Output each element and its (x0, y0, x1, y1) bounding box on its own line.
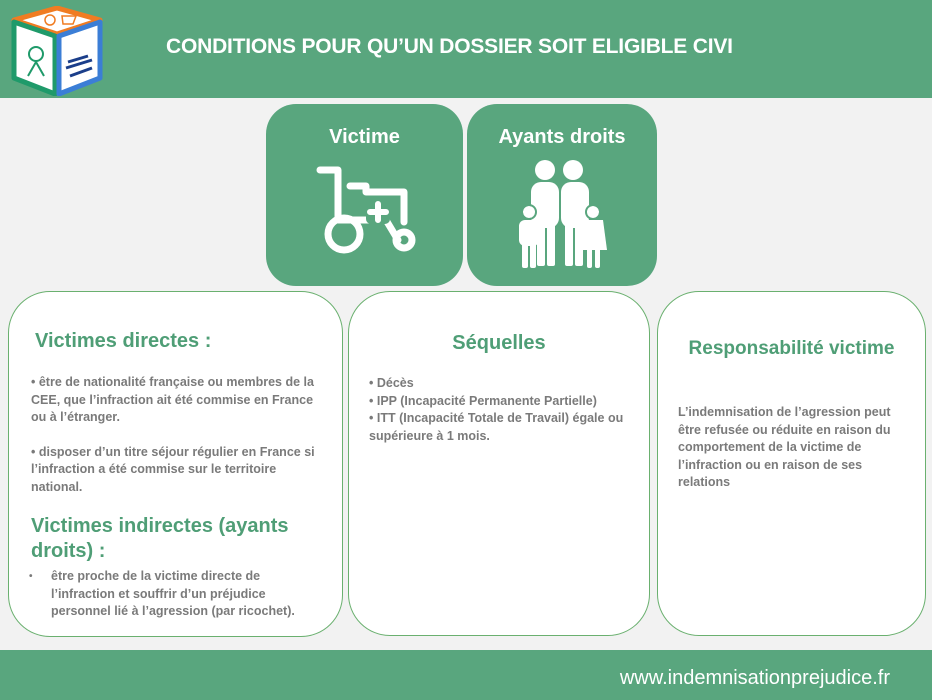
footer-bar: www.indemnisationprejudice.fr (0, 650, 932, 700)
page-title: CONDITIONS POUR QU’UN DOSSIER SOIT ELIGI… (166, 35, 733, 58)
tile-ayants-droits: Ayants droits (467, 104, 657, 286)
sequelle-item: • ITT (Incapacité Totale de Travail) éga… (369, 411, 624, 443)
website-link[interactable]: www.indemnisationprejudice.fr (619, 667, 890, 689)
family-icon (519, 160, 607, 268)
card-sequelles: Séquelles • Décès • IPP (Incapacité Perm… (348, 291, 650, 636)
condition-item: • disposer d’un titre séjour régulier en… (31, 444, 315, 494)
heading-responsabilite: Responsabilité victime (688, 338, 895, 359)
condition-item: • être de nationalité française ou membr… (31, 375, 314, 424)
sequelle-item: • Décès (369, 376, 414, 390)
wheelchair-icon (316, 166, 416, 254)
card-eligibilite-victimes: Victimes directes : • être de nationalit… (8, 291, 343, 637)
heading-sequelles: Séquelles (452, 332, 546, 354)
sequelle-item: • IPP (Incapacité Permanente Partielle) (369, 393, 597, 408)
card-responsabilite-victime: Responsabilité victime L’indemnisation d… (657, 291, 926, 636)
responsabilite-text: L’indemnisation de l’agression peut être… (678, 405, 891, 489)
heading-victimes-directes: Victimes directes : (35, 330, 212, 352)
cube-logo-icon (11, 6, 103, 96)
heading-victimes-indirectes: Victimes indirectes (ayants droits) : (31, 515, 289, 562)
tile-victime-label: Victime (329, 126, 400, 148)
header-bar: CONDITIONS POUR QU’UN DOSSIER SOIT ELIGI… (0, 0, 932, 98)
condition-item: être proche de la victime directe de l’i… (27, 568, 327, 621)
tile-ayants-droits-label: Ayants droits (498, 126, 626, 148)
tile-victime: Victime (266, 104, 463, 286)
